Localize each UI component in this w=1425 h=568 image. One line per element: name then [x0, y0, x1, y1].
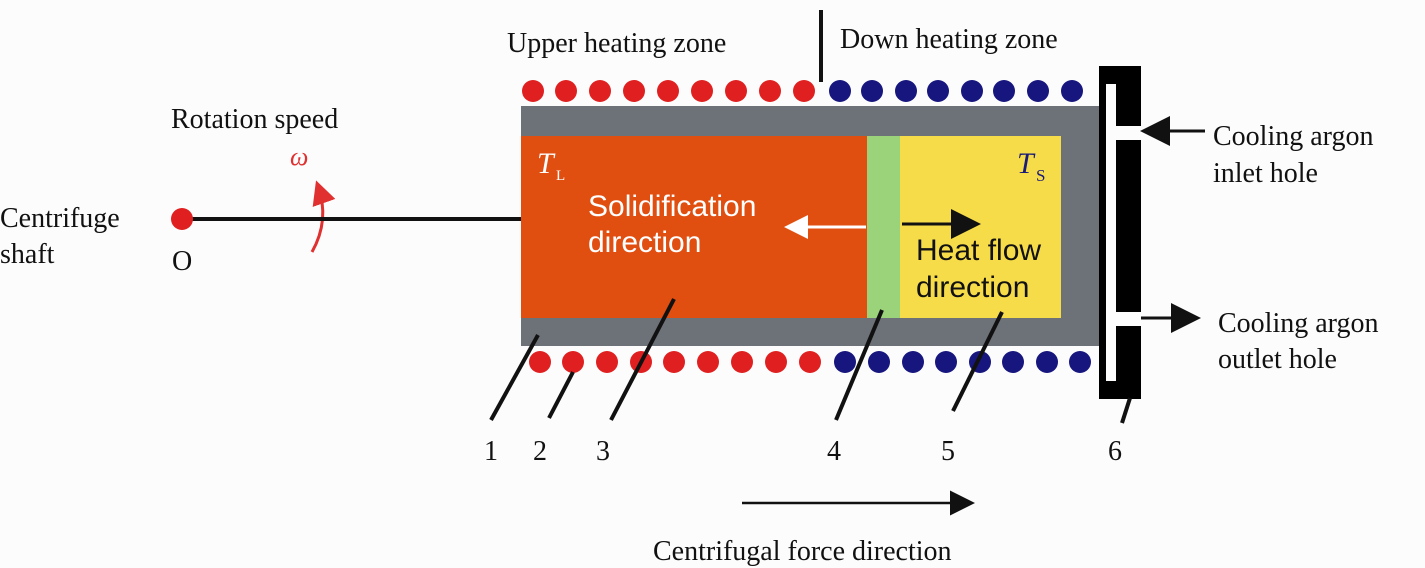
outlet-hole	[1116, 312, 1142, 326]
down-coil-7	[1027, 80, 1049, 102]
rotation-speed-label: Rotation speed	[171, 104, 338, 135]
leader-5	[951, 311, 1004, 412]
leader-2	[547, 371, 575, 419]
inlet-label-line2: inlet hole	[1213, 158, 1318, 189]
upper-coil-5	[657, 80, 679, 102]
down-coil-4	[927, 80, 949, 102]
shaft-label-line1: Centrifuge	[0, 203, 120, 234]
cooling-channel	[1106, 84, 1116, 381]
down-coil-3	[895, 80, 917, 102]
inlet-hole	[1116, 126, 1142, 140]
upper-coil-9	[793, 80, 815, 102]
upper-coil-3	[589, 80, 611, 102]
down-coil-bottom-2	[868, 351, 890, 373]
upper-coil-7	[725, 80, 747, 102]
upper-coil-bottom-5	[663, 351, 685, 373]
cooling-block	[1099, 66, 1141, 399]
upper-coil-bottom-9	[799, 351, 821, 373]
t-s-subscript: S	[1036, 166, 1045, 185]
down-coil-2	[861, 80, 883, 102]
outlet-label-line1: Cooling argon	[1218, 308, 1378, 339]
bottom-heating-coils	[529, 351, 1091, 373]
origin-label: O	[172, 246, 192, 277]
centrifugal-force-label: Centrifugal force direction	[653, 536, 952, 567]
leader-4	[834, 309, 884, 421]
leader-1	[489, 334, 540, 421]
upper-coil-bottom-3	[596, 351, 618, 373]
upper-coil-bottom-6	[697, 351, 719, 373]
omega-symbol: ω	[290, 142, 308, 171]
down-coil-bottom-8	[1069, 351, 1091, 373]
down-coil-bottom-7	[1036, 351, 1058, 373]
solid-liquid-interface	[867, 136, 900, 318]
down-coil-5	[961, 80, 983, 102]
heat-flow-label-line2: direction	[916, 271, 1029, 304]
upper-heating-zone-label: Upper heating zone	[507, 28, 726, 59]
upper-coil-bottom-7	[731, 351, 753, 373]
inlet-label-line1: Cooling argon	[1213, 121, 1373, 152]
upper-coil-bottom-1	[529, 351, 551, 373]
solidification-label-line2: direction	[588, 226, 701, 259]
part-number-6: 6	[1108, 436, 1122, 467]
heat-flow-label-line1: Heat flow	[916, 234, 1041, 267]
t-l-symbol: T	[537, 147, 556, 180]
upper-coil-2	[555, 80, 577, 102]
upper-coil-8	[759, 80, 781, 102]
shaft-label-line2: shaft	[0, 239, 55, 270]
t-s-symbol: T	[1017, 147, 1036, 180]
part-number-4: 4	[827, 436, 841, 467]
down-coil-8	[1061, 80, 1083, 102]
down-coil-bottom-4	[935, 351, 957, 373]
centrifuge-shaft-point	[171, 208, 193, 230]
upper-coil-1	[522, 80, 544, 102]
down-coil-bottom-3	[902, 351, 924, 373]
part-number-5: 5	[941, 436, 955, 467]
outlet-label-line2: outlet hole	[1218, 344, 1337, 375]
part-number-2: 2	[533, 436, 547, 467]
down-coil-bottom-6	[1002, 351, 1024, 373]
part-number-3: 3	[596, 436, 610, 467]
upper-coil-4	[623, 80, 645, 102]
upper-coil-6	[691, 80, 713, 102]
leader-6	[1120, 397, 1132, 424]
part-number-1: 1	[484, 436, 498, 467]
leader-3	[609, 298, 676, 421]
down-heating-zone-label: Down heating zone	[840, 24, 1058, 55]
top-heating-coils	[522, 80, 1083, 102]
down-coil-bottom-1	[834, 351, 856, 373]
upper-coil-bottom-2	[562, 351, 584, 373]
down-coil-6	[993, 80, 1015, 102]
t-l-subscript: L	[556, 168, 565, 184]
solidification-label-line1: Solidification	[588, 190, 756, 223]
upper-coil-bottom-8	[765, 351, 787, 373]
down-coil-1	[829, 80, 851, 102]
